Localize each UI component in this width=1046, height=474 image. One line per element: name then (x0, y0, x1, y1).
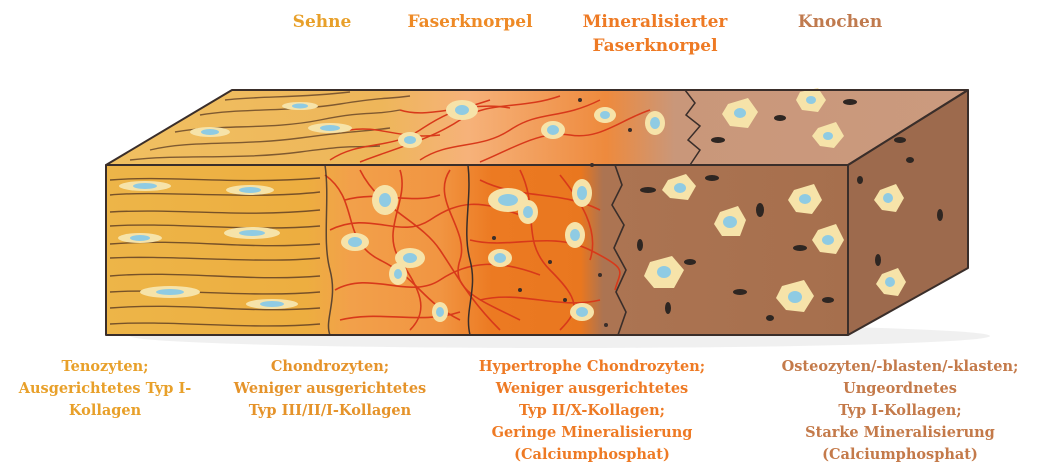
description-knochen: Osteozyten/-blasten/-klasten; Ungeordnet… (760, 356, 1040, 466)
description-mineralisierter-faserknorpel: Hypertrophe Chondrozyten; Weniger ausger… (454, 356, 730, 466)
description-faserknorpel: Chondrozyten; Weniger ausgerichtetes Typ… (222, 356, 438, 422)
description-sehne: Tenozyten; Ausgerichtetes Typ I- Kollage… (2, 356, 208, 422)
block-front-face (106, 165, 848, 335)
